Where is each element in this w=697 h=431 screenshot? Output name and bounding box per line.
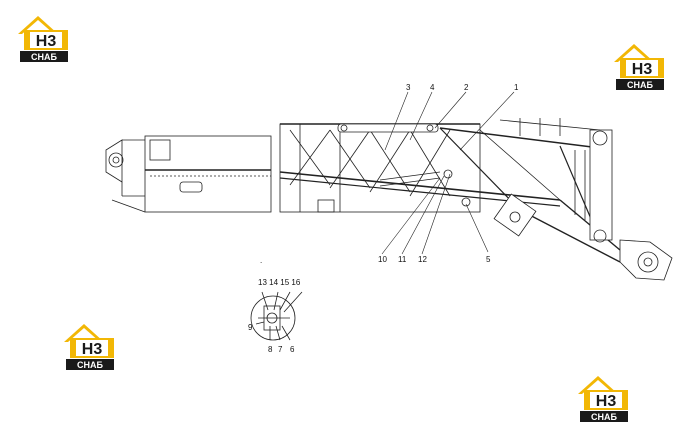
logo-caption: СНАБ	[77, 360, 103, 370]
callout-6: 6	[290, 345, 295, 354]
callout-9: 9	[248, 323, 253, 332]
logo-mark: H3	[596, 393, 617, 410]
callout-3: 3	[406, 83, 411, 92]
logo-mark: H3	[632, 61, 653, 78]
boom-tip	[105, 135, 272, 213]
callout-10: 10	[378, 255, 387, 264]
logo-top-right: H3 СНАБ	[610, 40, 668, 92]
callout-2: 2	[464, 83, 469, 92]
logo-bottom-right: H3 СНАБ	[574, 372, 632, 424]
callout-11: 11	[398, 255, 407, 264]
callout-7: 7	[278, 345, 283, 354]
callout-8: 8	[268, 345, 273, 354]
detail-header: 13 14 15 16	[258, 278, 301, 287]
logo-mark: H3	[82, 341, 103, 358]
leader-lines	[381, 91, 515, 255]
logo-caption: СНАБ	[627, 80, 653, 90]
callout-12: 12	[418, 255, 427, 264]
callout-5: 5	[486, 255, 491, 264]
svg-text:.: .	[260, 256, 262, 265]
lattice-section	[279, 123, 561, 213]
logo-caption: СНАБ	[591, 412, 617, 422]
logo-caption: СНАБ	[31, 52, 57, 62]
boom-base	[439, 118, 673, 281]
callout-4: 4	[430, 83, 435, 92]
detail-view	[250, 291, 303, 341]
logo-mark: H3	[36, 33, 57, 50]
callout-1: 1	[514, 83, 519, 92]
logo-top-left: H3 СНАБ	[14, 12, 72, 64]
logo-bottom-left: H3 СНАБ	[60, 320, 118, 372]
